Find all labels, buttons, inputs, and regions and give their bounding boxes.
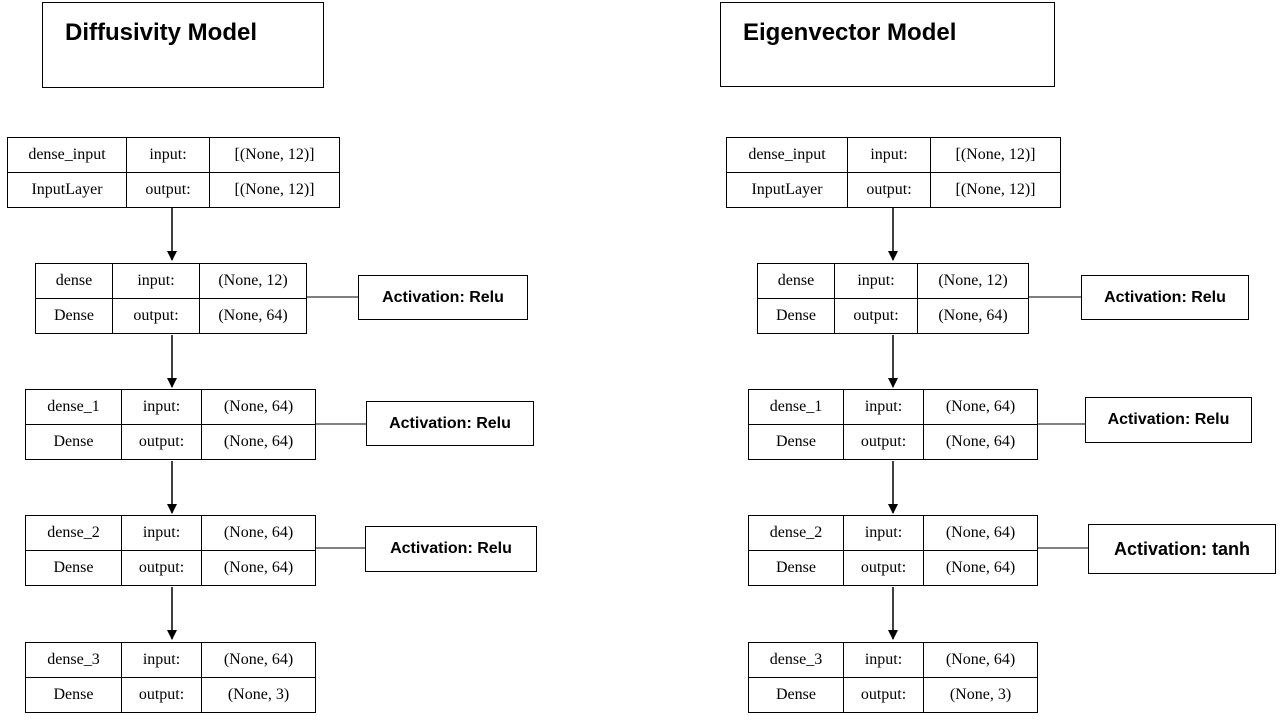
input-label: input: — [126, 137, 210, 173]
layer-dense-1: dense_1 input: (None, 64) Dense output: … — [748, 389, 1038, 460]
input-label: input: — [834, 263, 918, 299]
activation-label: Activation: Relu — [358, 275, 528, 320]
output-shape: (None, 3) — [923, 677, 1038, 713]
layer-dense-input: dense_input input: [(None, 12)] InputLay… — [7, 137, 340, 208]
layer-type: Dense — [757, 298, 835, 334]
layer-dense: dense input: (None, 12) Dense output: (N… — [757, 263, 1029, 334]
input-label: input: — [121, 389, 202, 425]
input-label: input: — [843, 642, 924, 678]
output-shape: [(None, 12)] — [930, 172, 1061, 208]
activation-label: Activation: Relu — [1085, 397, 1252, 443]
layer-dense-1: dense_1 input: (None, 64) Dense output: … — [25, 389, 316, 460]
output-shape: (None, 64) — [917, 298, 1029, 334]
output-shape: (None, 64) — [199, 298, 307, 334]
layer-dense-2: dense_2 input: (None, 64) Dense output: … — [25, 515, 316, 586]
layer-dense: dense input: (None, 12) Dense output: (N… — [35, 263, 307, 334]
layer-type: Dense — [748, 424, 844, 460]
layer-type: Dense — [35, 298, 113, 334]
layer-name: dense — [35, 263, 113, 299]
layer-name: dense_input — [726, 137, 848, 173]
layer-dense-3: dense_3 input: (None, 64) Dense output: … — [748, 642, 1038, 713]
output-shape: (None, 64) — [923, 424, 1038, 460]
layer-type: Dense — [748, 677, 844, 713]
activation-label: Activation: Relu — [1081, 275, 1249, 320]
diffusivity-model-title: Diffusivity Model — [42, 2, 324, 88]
activation-label: Activation: Relu — [366, 401, 534, 446]
layer-name: dense_input — [7, 137, 127, 173]
output-label: output: — [121, 424, 202, 460]
layer-type: InputLayer — [726, 172, 848, 208]
input-shape: (None, 12) — [917, 263, 1029, 299]
input-label: input: — [843, 515, 924, 551]
input-shape: (None, 12) — [199, 263, 307, 299]
layer-name: dense_2 — [748, 515, 844, 551]
output-label: output: — [843, 424, 924, 460]
activation-label: Activation: Relu — [365, 526, 537, 572]
input-shape: (None, 64) — [923, 642, 1038, 678]
output-label: output: — [126, 172, 210, 208]
output-label: output: — [834, 298, 918, 334]
layer-type: Dense — [748, 550, 844, 586]
output-label: output: — [843, 550, 924, 586]
output-shape: (None, 3) — [201, 677, 316, 713]
output-shape: (None, 64) — [201, 550, 316, 586]
layer-name: dense_1 — [25, 389, 122, 425]
input-shape: [(None, 12)] — [209, 137, 340, 173]
input-label: input: — [121, 515, 202, 551]
input-label: input: — [847, 137, 931, 173]
input-shape: [(None, 12)] — [930, 137, 1061, 173]
layer-name: dense_2 — [25, 515, 122, 551]
output-label: output: — [843, 677, 924, 713]
output-shape: [(None, 12)] — [209, 172, 340, 208]
layer-dense-2: dense_2 input: (None, 64) Dense output: … — [748, 515, 1038, 586]
input-label: input: — [121, 642, 202, 678]
output-label: output: — [112, 298, 200, 334]
layer-dense-3: dense_3 input: (None, 64) Dense output: … — [25, 642, 316, 713]
input-shape: (None, 64) — [923, 515, 1038, 551]
layer-name: dense_1 — [748, 389, 844, 425]
output-label: output: — [121, 550, 202, 586]
output-shape: (None, 64) — [923, 550, 1038, 586]
eigenvector-model-title: Eigenvector Model — [720, 2, 1055, 87]
input-shape: (None, 64) — [201, 515, 316, 551]
layer-name: dense_3 — [748, 642, 844, 678]
input-label: input: — [843, 389, 924, 425]
layer-dense-input: dense_input input: [(None, 12)] InputLay… — [726, 137, 1061, 208]
output-label: output: — [121, 677, 202, 713]
activation-label: Activation: tanh — [1088, 524, 1276, 574]
layer-name: dense — [757, 263, 835, 299]
layer-type: Dense — [25, 424, 122, 460]
layer-type: InputLayer — [7, 172, 127, 208]
layer-type: Dense — [25, 677, 122, 713]
output-label: output: — [847, 172, 931, 208]
input-shape: (None, 64) — [201, 389, 316, 425]
input-shape: (None, 64) — [201, 642, 316, 678]
layer-type: Dense — [25, 550, 122, 586]
input-shape: (None, 64) — [923, 389, 1038, 425]
layer-name: dense_3 — [25, 642, 122, 678]
output-shape: (None, 64) — [201, 424, 316, 460]
input-label: input: — [112, 263, 200, 299]
